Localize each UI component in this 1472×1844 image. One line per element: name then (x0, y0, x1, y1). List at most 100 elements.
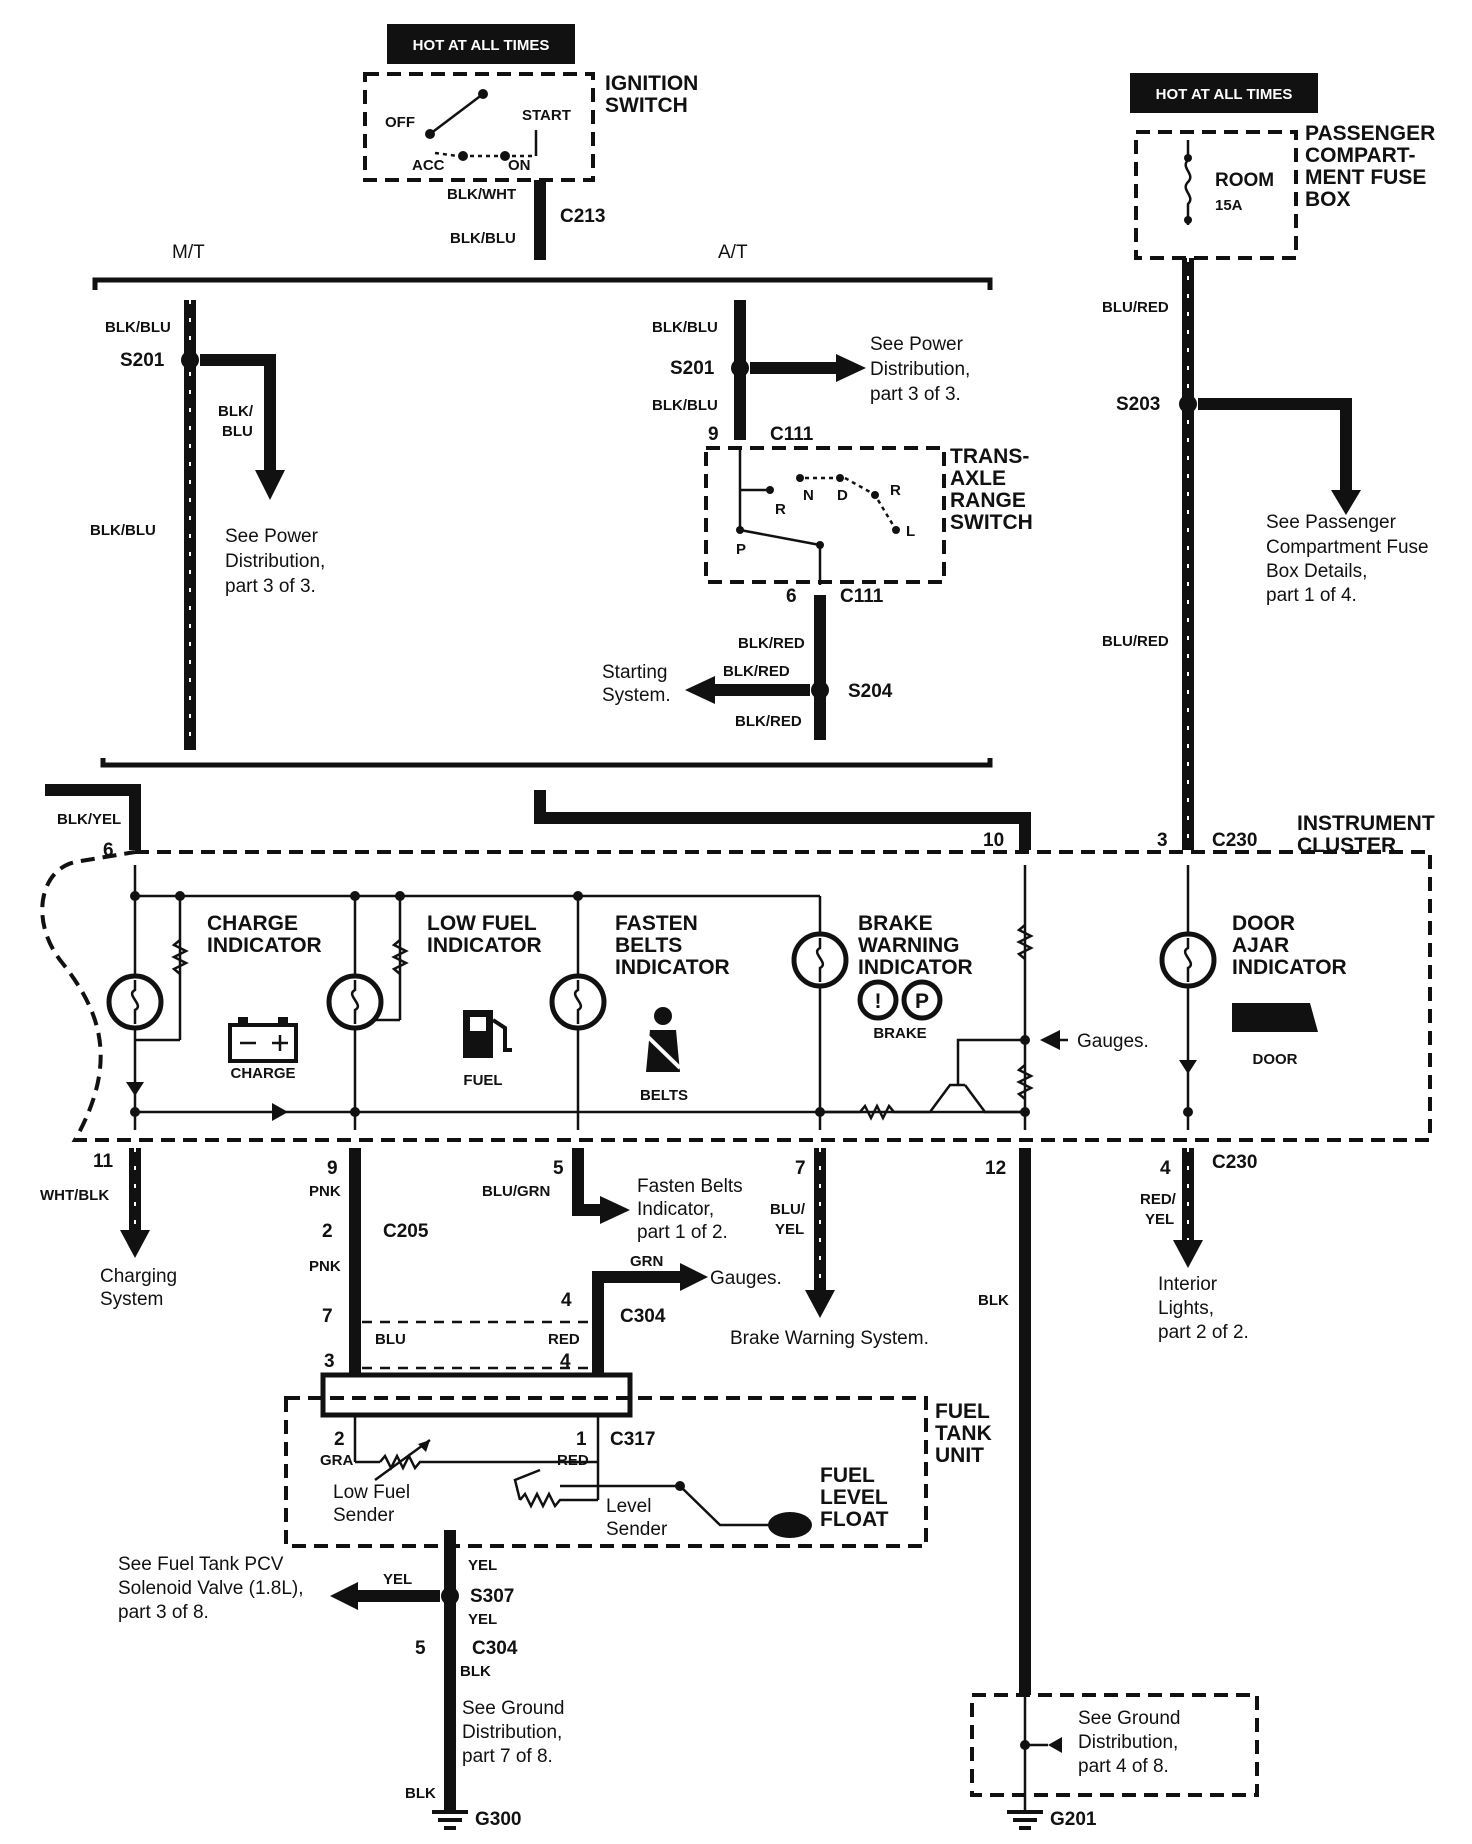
wire-label-yel-3: YEL (468, 1611, 497, 1628)
wire-to-pin-10 (534, 790, 1031, 850)
ref-fasten-1: Fasten Belts (637, 1176, 743, 1197)
fuel-icon-label: FUEL (463, 1072, 502, 1089)
level-sender-2: Sender (606, 1519, 668, 1540)
fasten-belts-label-2: BELTS (615, 934, 682, 957)
fuse-rating-15a: 15A (1215, 197, 1243, 214)
ref-fuse-details-2: Compartment Fuse (1266, 537, 1429, 558)
fuel-level-float-2: LEVEL (820, 1486, 888, 1509)
wire-label-blk-blu-c213: BLK/BLU (450, 230, 516, 247)
mt-at-bottom-bus (100, 758, 993, 768)
door-ajar-label-2: AJAR (1232, 934, 1289, 957)
range-switch-title-4: SWITCH (950, 511, 1033, 534)
belts-icon-label: BELTS (640, 1087, 688, 1104)
ref-ground-201-2: Distribution, (1078, 1732, 1178, 1753)
ignition-pos-acc: ACC (412, 157, 445, 174)
pin-2-c317: 2 (334, 1429, 345, 1450)
wire-label-grn: GRN (630, 1253, 663, 1270)
brake-warning-icon: ! P (857, 979, 943, 1021)
fuse-name-room: ROOM (1215, 170, 1274, 191)
ignition-switch-contacts (425, 89, 538, 161)
wire-label-pnk-2: PNK (309, 1258, 341, 1275)
connector-c230-bottom: C230 (1212, 1152, 1257, 1173)
wire-label-blk-blu-mt-top: BLK/BLU (105, 319, 171, 336)
pin-4-c304: 4 (561, 1290, 572, 1311)
ground-label-g201: G201 (1050, 1809, 1097, 1830)
ground-distribution-box (970, 1693, 1259, 1797)
splice-label-s204: S204 (848, 681, 893, 702)
ignition-pos-start: START (522, 107, 571, 124)
pin-1-c317: 1 (576, 1429, 587, 1450)
splice-s201-at (731, 359, 749, 377)
fasten-belts-label-3: INDICATOR (615, 956, 730, 979)
wire-label-blu-red-1: BLU/RED (1102, 299, 1169, 316)
wire-label-blu-red-2: BLU/RED (1102, 633, 1169, 650)
fasten-belts-label-1: FASTEN (615, 912, 698, 935)
resistor-low-fuel (391, 939, 409, 975)
fuse-box-title-3: MENT FUSE (1305, 166, 1426, 189)
mt-at-top-bus (92, 277, 993, 290)
fuel-level-float-3: FLOAT (820, 1508, 889, 1531)
ref-interior-2: Lights, (1158, 1298, 1214, 1319)
fuel-tank-title-1: FUEL (935, 1400, 990, 1423)
resistor-charge (171, 939, 189, 975)
connector-c304-lower: C304 (472, 1638, 518, 1659)
ignition-pos-off: OFF (385, 114, 415, 131)
pin-2-c205: 2 (322, 1221, 333, 1242)
ignition-switch-box (363, 72, 595, 182)
splice-label-s307: S307 (470, 1586, 514, 1607)
pin-3-cluster: 3 (1157, 830, 1168, 851)
brake-warning-label-1: BRAKE (858, 912, 933, 935)
wire-mt-branch (200, 354, 276, 470)
connector-c111-bottom: C111 (840, 586, 884, 607)
arrow-fasten-belts-ref (600, 1196, 630, 1224)
pin-7-c304: 7 (322, 1306, 333, 1327)
range-switch-title-2: AXLE (950, 467, 1006, 490)
charge-icon-label: CHARGE (230, 1065, 295, 1082)
wire-label-blk-red-1: BLK/RED (738, 635, 805, 652)
splice-label-s201-at: S201 (670, 358, 715, 379)
range-pos-n: N (803, 487, 814, 504)
low-fuel-sender-2: Sender (333, 1505, 395, 1526)
pin-10-cluster: 10 (983, 830, 1004, 851)
splice-s201-mt (181, 351, 199, 369)
ref-gauges-1: Gauges. (1077, 1031, 1149, 1052)
ground-symbol-g201 (1007, 1810, 1043, 1830)
splice-s203 (1179, 395, 1197, 413)
connector-c304-upper: C304 (620, 1306, 666, 1327)
wire-label-blu-yel-1: BLU/ (770, 1201, 806, 1218)
wire-label-blk-blu-at-mid: BLK/BLU (652, 397, 718, 414)
low-fuel-indicator-bulb (326, 973, 384, 1031)
ref-pcv-1: See Fuel Tank PCV (118, 1554, 284, 1575)
ref-ground-300-3: part 7 of 8. (462, 1746, 553, 1767)
wire-label-gra: GRA (320, 1452, 354, 1469)
fuse-box-title-1: PASSENGER (1305, 122, 1435, 145)
splice-s307 (441, 1587, 459, 1605)
wire-grn-gauges (592, 1271, 680, 1375)
ref-starting-2: System. (602, 685, 671, 706)
ref-fuse-details-4: part 1 of 4. (1266, 585, 1357, 606)
wire-label-red-1: RED (548, 1331, 580, 1348)
resistor-gauge-lower (1016, 1064, 1034, 1100)
low-fuel-label-1: LOW FUEL (427, 912, 537, 935)
ignition-switch-title-1: IGNITION (605, 72, 698, 95)
wire-label-red-yel-1: RED/ (1140, 1191, 1177, 1208)
pin-3-fuel: 3 (324, 1351, 335, 1372)
ref-interior-1: Interior (1158, 1274, 1218, 1295)
hot-at-all-times-badge-left (387, 24, 575, 64)
pin-6-cluster: 6 (103, 840, 114, 861)
ref-charging-1: Charging (100, 1266, 177, 1287)
ref-power-dist-at-3: part 3 of 3. (870, 384, 961, 405)
charge-indicator-bulb (106, 973, 164, 1031)
ground-symbol-g300 (432, 1810, 468, 1830)
pin-7-brake: 7 (795, 1158, 806, 1179)
fuel-tank-unit-box (284, 1396, 928, 1548)
door-icon (1232, 1003, 1318, 1032)
ref-fuse-details-3: Box Details, (1266, 561, 1367, 582)
svg-text:P: P (915, 990, 929, 1013)
low-fuel-label-2: INDICATOR (427, 934, 542, 957)
level-sender-1: Level (606, 1496, 651, 1517)
arrow-at-power-dist (836, 354, 866, 382)
range-pos-r2: R (890, 482, 901, 499)
arrow-pcv (330, 1582, 358, 1610)
